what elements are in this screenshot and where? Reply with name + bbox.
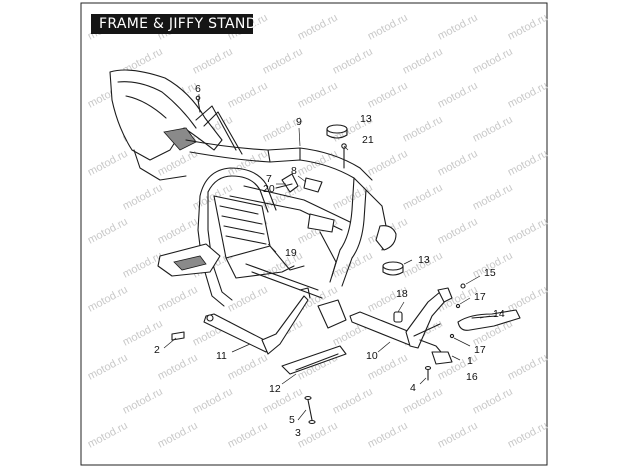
spring-hardware bbox=[449, 283, 466, 339]
callout-4: 4 bbox=[410, 382, 416, 394]
bracket-hardware bbox=[195, 95, 347, 193]
callout-11: 11 bbox=[216, 350, 227, 362]
title-band bbox=[91, 14, 253, 34]
callout-3: 3 bbox=[295, 427, 301, 439]
rubber-mount-upper bbox=[326, 124, 348, 139]
callout-20: 20 bbox=[263, 183, 275, 195]
callout-16: 16 bbox=[466, 371, 478, 383]
callout-10: 10 bbox=[366, 350, 378, 362]
callout-17-lower: 17 bbox=[474, 344, 486, 356]
leader-lines bbox=[163, 94, 491, 421]
left-support-assembly bbox=[171, 287, 311, 355]
callout-15: 15 bbox=[484, 267, 496, 279]
callout-17-upper: 17 bbox=[474, 291, 486, 303]
callout-9: 9 bbox=[296, 116, 302, 128]
callout-13-lower: 13 bbox=[418, 254, 430, 266]
page-title: FRAME & JIFFY STAND bbox=[99, 16, 257, 32]
callout-6: 6 bbox=[195, 83, 201, 95]
callout-7: 7 bbox=[266, 173, 272, 185]
plate-12 bbox=[281, 345, 347, 375]
callout-labels: 1 2 3 4 5 6 7 8 9 10 11 12 13 13 14 15 1… bbox=[154, 83, 505, 439]
callout-12: 12 bbox=[269, 383, 281, 395]
main-frame bbox=[109, 69, 397, 329]
callout-19: 19 bbox=[285, 247, 297, 259]
callout-8: 8 bbox=[291, 165, 297, 177]
callout-2: 2 bbox=[154, 344, 160, 356]
callout-18: 18 bbox=[396, 288, 408, 300]
callout-13-upper: 13 bbox=[360, 113, 372, 125]
callout-5: 5 bbox=[289, 414, 295, 426]
rubber-mount-lower bbox=[382, 261, 404, 276]
jiffy-stand-mount bbox=[349, 287, 453, 381]
callout-14: 14 bbox=[493, 308, 505, 320]
callout-1: 1 bbox=[467, 355, 473, 367]
callout-21: 21 bbox=[362, 134, 374, 146]
screw-washer bbox=[304, 395, 316, 425]
